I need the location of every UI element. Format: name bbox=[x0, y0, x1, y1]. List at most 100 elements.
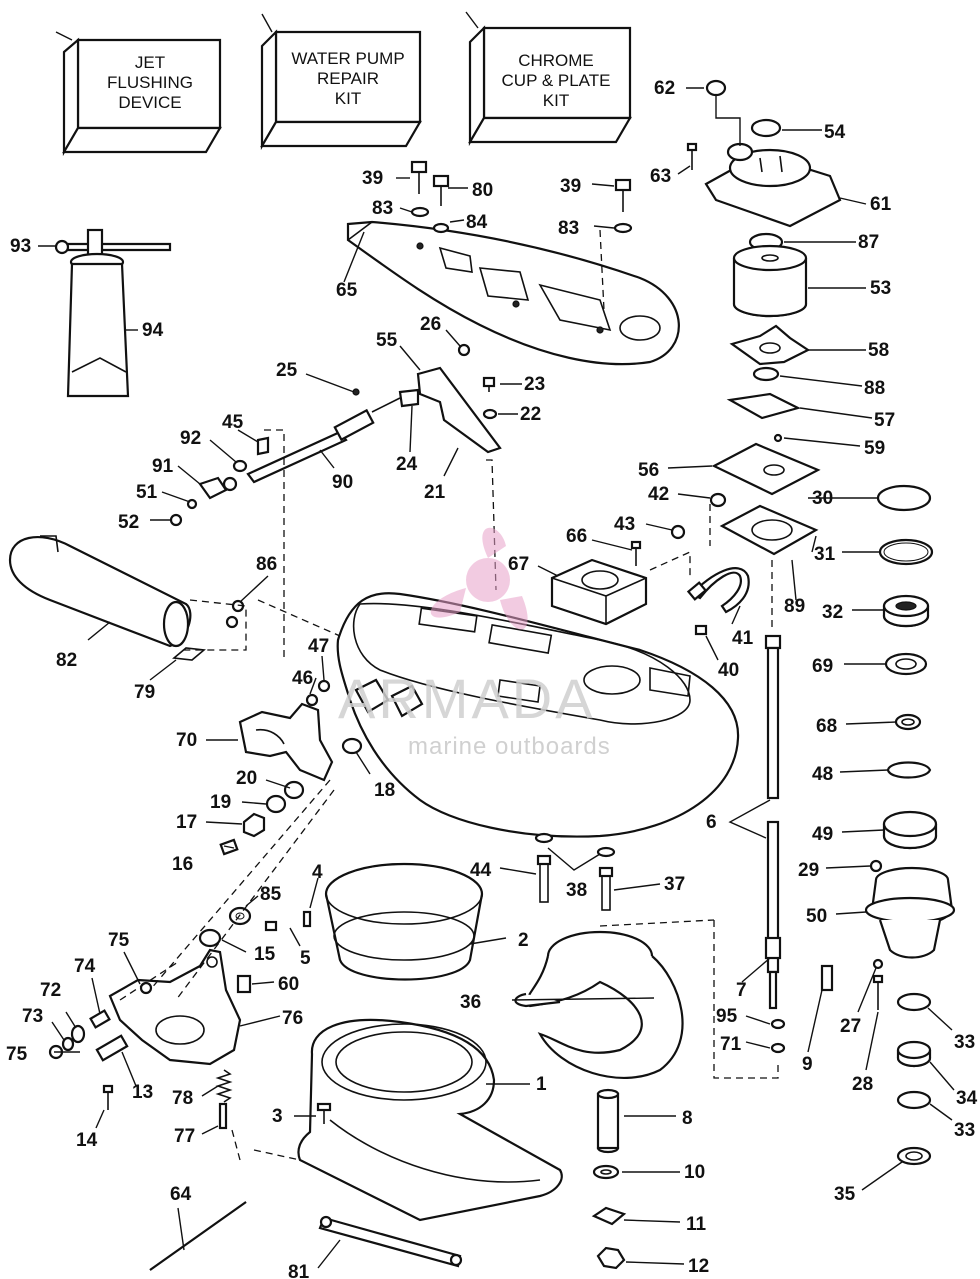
callout-28: 28 bbox=[852, 1074, 873, 1095]
callout-35: 35 bbox=[834, 1184, 856, 1205]
callout-15: 15 bbox=[254, 944, 276, 965]
key-9 bbox=[820, 964, 834, 992]
callout-25: 25 bbox=[276, 360, 298, 381]
washer-71 bbox=[770, 1042, 786, 1054]
nut-26 bbox=[457, 343, 471, 357]
callout-67: 67 bbox=[508, 554, 529, 575]
callout-47: 47 bbox=[308, 636, 329, 657]
pin-59 bbox=[773, 433, 783, 443]
o-ring-88 bbox=[752, 366, 780, 382]
callout-53: 53 bbox=[870, 278, 891, 299]
kit-box-line: DEVICE bbox=[118, 93, 181, 112]
nut-43 bbox=[670, 524, 686, 540]
callout-48: 48 bbox=[812, 764, 833, 785]
washer-10 bbox=[592, 1164, 620, 1180]
callout-33-lower: 33 bbox=[954, 1120, 975, 1141]
nut-29 bbox=[869, 859, 883, 873]
callout-40: 40 bbox=[718, 660, 739, 681]
bolt-23 bbox=[482, 376, 496, 392]
callout-2: 2 bbox=[518, 930, 529, 951]
callout-17: 17 bbox=[176, 812, 197, 833]
rod-64 bbox=[149, 1201, 247, 1271]
gasket-89 bbox=[719, 504, 819, 556]
seal-33-upper bbox=[896, 992, 932, 1012]
screw-14 bbox=[102, 1084, 114, 1110]
callout-84: 84 bbox=[466, 212, 488, 233]
callout-41: 41 bbox=[732, 628, 754, 649]
callout-12: 12 bbox=[688, 1256, 709, 1277]
callout-83-right: 83 bbox=[558, 218, 579, 239]
pin-77 bbox=[218, 1102, 228, 1130]
callout-65: 65 bbox=[336, 280, 358, 301]
o-ring-31 bbox=[878, 538, 934, 566]
kit-box-line: KIT bbox=[543, 91, 569, 110]
grommet-62 bbox=[705, 79, 727, 97]
washer-46 bbox=[305, 693, 319, 707]
hose-82 bbox=[8, 535, 192, 648]
callout-3: 3 bbox=[272, 1106, 283, 1127]
nut-17 bbox=[242, 812, 266, 838]
washer-47 bbox=[317, 679, 331, 693]
bushing-8 bbox=[596, 1088, 620, 1154]
spring-78 bbox=[215, 1069, 233, 1103]
flush-device bbox=[54, 228, 172, 398]
kit-box-line: KIT bbox=[335, 89, 361, 108]
callout-75-bottom: 75 bbox=[6, 1044, 28, 1065]
bolt-44 bbox=[534, 832, 554, 903]
watermark-brand: ARMADA bbox=[338, 667, 596, 730]
callout-80: 80 bbox=[472, 180, 493, 201]
block-67 bbox=[550, 558, 648, 626]
callout-22: 22 bbox=[520, 404, 541, 425]
watermark: ARMADA marine outboards bbox=[338, 527, 610, 760]
clip-79 bbox=[172, 647, 206, 661]
bushing-68 bbox=[894, 713, 922, 731]
impeller-housing-53 bbox=[732, 244, 808, 318]
kit-box-line: CUP & PLATE bbox=[502, 71, 611, 90]
plate-48 bbox=[886, 761, 932, 779]
seal-32 bbox=[882, 594, 930, 628]
callout-30: 30 bbox=[812, 488, 833, 509]
callout-73: 73 bbox=[22, 1006, 43, 1027]
washer-19 bbox=[265, 794, 287, 814]
pin-4 bbox=[302, 910, 312, 928]
cup-2 bbox=[324, 862, 484, 981]
callout-79: 79 bbox=[134, 682, 155, 703]
screw-66 bbox=[630, 540, 642, 566]
callout-46: 46 bbox=[292, 668, 313, 689]
fitting-40 bbox=[694, 624, 708, 636]
seal-69 bbox=[884, 652, 928, 676]
bolt-80 bbox=[432, 174, 450, 234]
callout-7: 7 bbox=[736, 980, 747, 1001]
washer-95 bbox=[770, 1018, 786, 1030]
bolt-37 bbox=[596, 846, 616, 911]
callout-82: 82 bbox=[56, 650, 77, 671]
washer-20 bbox=[283, 780, 305, 800]
assembly-lines bbox=[119, 229, 779, 1161]
callout-9: 9 bbox=[802, 1054, 813, 1075]
callout-39-right: 39 bbox=[560, 176, 581, 197]
cover-plate-65 bbox=[346, 220, 680, 366]
cable-90 bbox=[246, 397, 401, 484]
cap-15 bbox=[198, 928, 222, 948]
callout-71: 71 bbox=[720, 1034, 742, 1055]
callout-26: 26 bbox=[420, 314, 441, 335]
washer-22 bbox=[482, 408, 498, 420]
callout-5: 5 bbox=[300, 948, 311, 969]
sleeve-13 bbox=[95, 1034, 129, 1062]
callout-76: 76 bbox=[282, 1008, 303, 1029]
shaft-7-lower bbox=[764, 820, 782, 1010]
callout-32: 32 bbox=[822, 602, 843, 623]
callout-57: 57 bbox=[874, 410, 895, 431]
bracket-76 bbox=[108, 948, 242, 1066]
mounts-18 bbox=[341, 678, 424, 755]
callout-94: 94 bbox=[142, 320, 164, 341]
callout-61: 61 bbox=[870, 194, 892, 215]
callout-45: 45 bbox=[222, 412, 244, 433]
washer-27 bbox=[872, 958, 884, 970]
kit-box-water-pump: WATER PUMP REPAIR KIT bbox=[260, 29, 422, 151]
callout-59: 59 bbox=[864, 438, 885, 459]
callout-51: 51 bbox=[136, 482, 158, 503]
bracket-70 bbox=[238, 702, 334, 782]
callout-86: 86 bbox=[256, 554, 277, 575]
